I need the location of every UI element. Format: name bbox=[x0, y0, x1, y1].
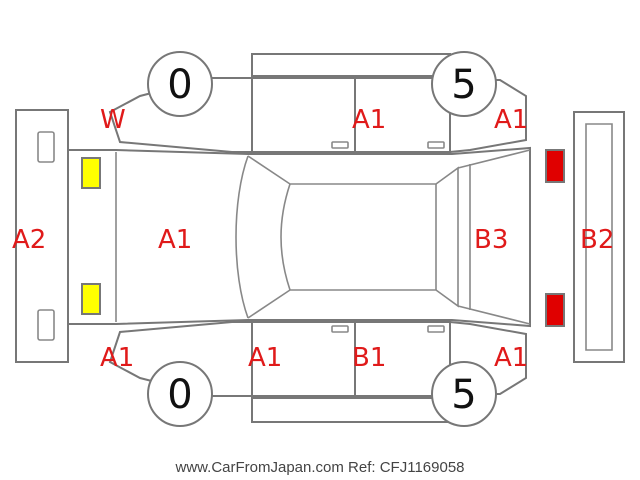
bottom-side-panel bbox=[108, 320, 527, 423]
label-hood: A1 bbox=[158, 225, 192, 255]
taillight-lower bbox=[545, 293, 565, 327]
footer-credit: www.CarFromJapan.com Ref: CFJ1169058 bbox=[175, 459, 465, 476]
headlight-upper bbox=[81, 157, 101, 189]
label-front-bumper: A2 bbox=[12, 225, 46, 255]
label-rear-gate: B3 bbox=[474, 225, 508, 255]
label-front-bottom-corner: A1 bbox=[100, 343, 134, 373]
label-front-top-corner: W bbox=[100, 105, 126, 135]
label-top-door: A1 bbox=[352, 105, 386, 135]
tire-rear-right: 5 bbox=[431, 361, 497, 427]
front-bumper bbox=[15, 109, 69, 363]
tire-rear-right-value: 5 bbox=[451, 372, 476, 418]
headlight-lower bbox=[81, 283, 101, 315]
headlights bbox=[81, 157, 101, 315]
tire-front-right: 0 bbox=[147, 361, 213, 427]
tire-front-right-value: 0 bbox=[167, 372, 192, 418]
tire-front-left: 0 bbox=[147, 51, 213, 117]
car-body-top-view bbox=[67, 146, 531, 328]
taillight-upper bbox=[545, 149, 565, 183]
tire-rear-left: 5 bbox=[431, 51, 497, 117]
label-rear-top-corner: A1 bbox=[494, 105, 528, 135]
tire-rear-left-value: 5 bbox=[451, 62, 476, 108]
taillights bbox=[545, 149, 565, 327]
label-rear-bumper: B2 bbox=[580, 225, 614, 255]
label-bottom-rear-door: B1 bbox=[352, 343, 386, 373]
rear-bumper bbox=[573, 111, 625, 363]
label-rear-bottom-corner: A1 bbox=[494, 343, 528, 373]
label-bottom-front-door: A1 bbox=[248, 343, 282, 373]
tire-front-left-value: 0 bbox=[167, 62, 192, 108]
